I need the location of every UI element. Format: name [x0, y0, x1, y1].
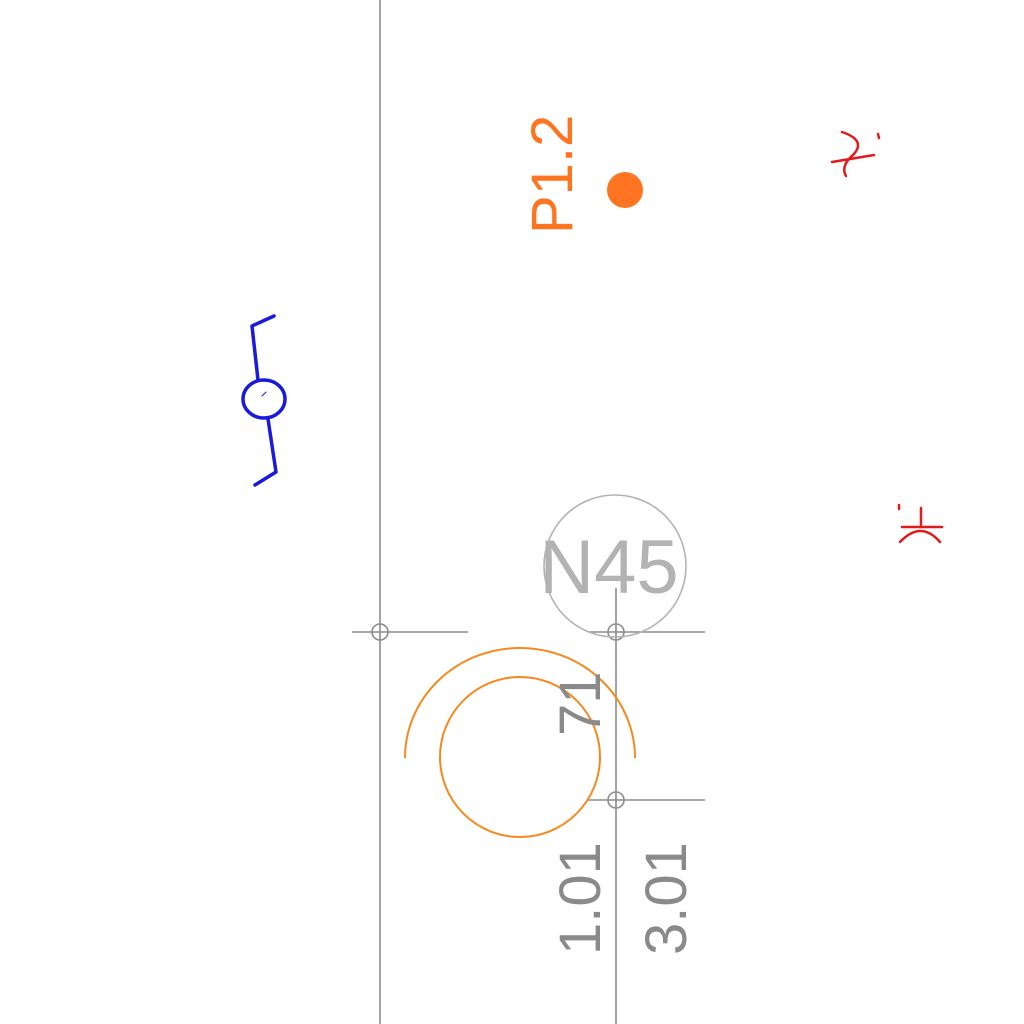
orange-outer-arc [404, 647, 636, 759]
dimension-text-right: 3.01 [634, 842, 699, 955]
grid-node-marker [371, 623, 389, 641]
grid-node-markers [371, 623, 625, 809]
node-label: N45 [539, 525, 678, 610]
grid-node-marker [607, 791, 625, 809]
point-marker-icon [607, 172, 643, 208]
dimension-text-vertical: 71 [548, 671, 613, 736]
node-circle [543, 494, 687, 638]
fixture-symbol-icon [897, 503, 944, 544]
dimension-text-left: 1.01 [548, 842, 613, 955]
grid-node-marker [607, 623, 625, 641]
fixture-symbol-icon [830, 130, 881, 178]
valve-symbol-icon [241, 314, 287, 487]
orange-arcs [404, 647, 636, 838]
point-label: P1.2 [520, 115, 585, 234]
orange-inner-circle [439, 676, 601, 838]
